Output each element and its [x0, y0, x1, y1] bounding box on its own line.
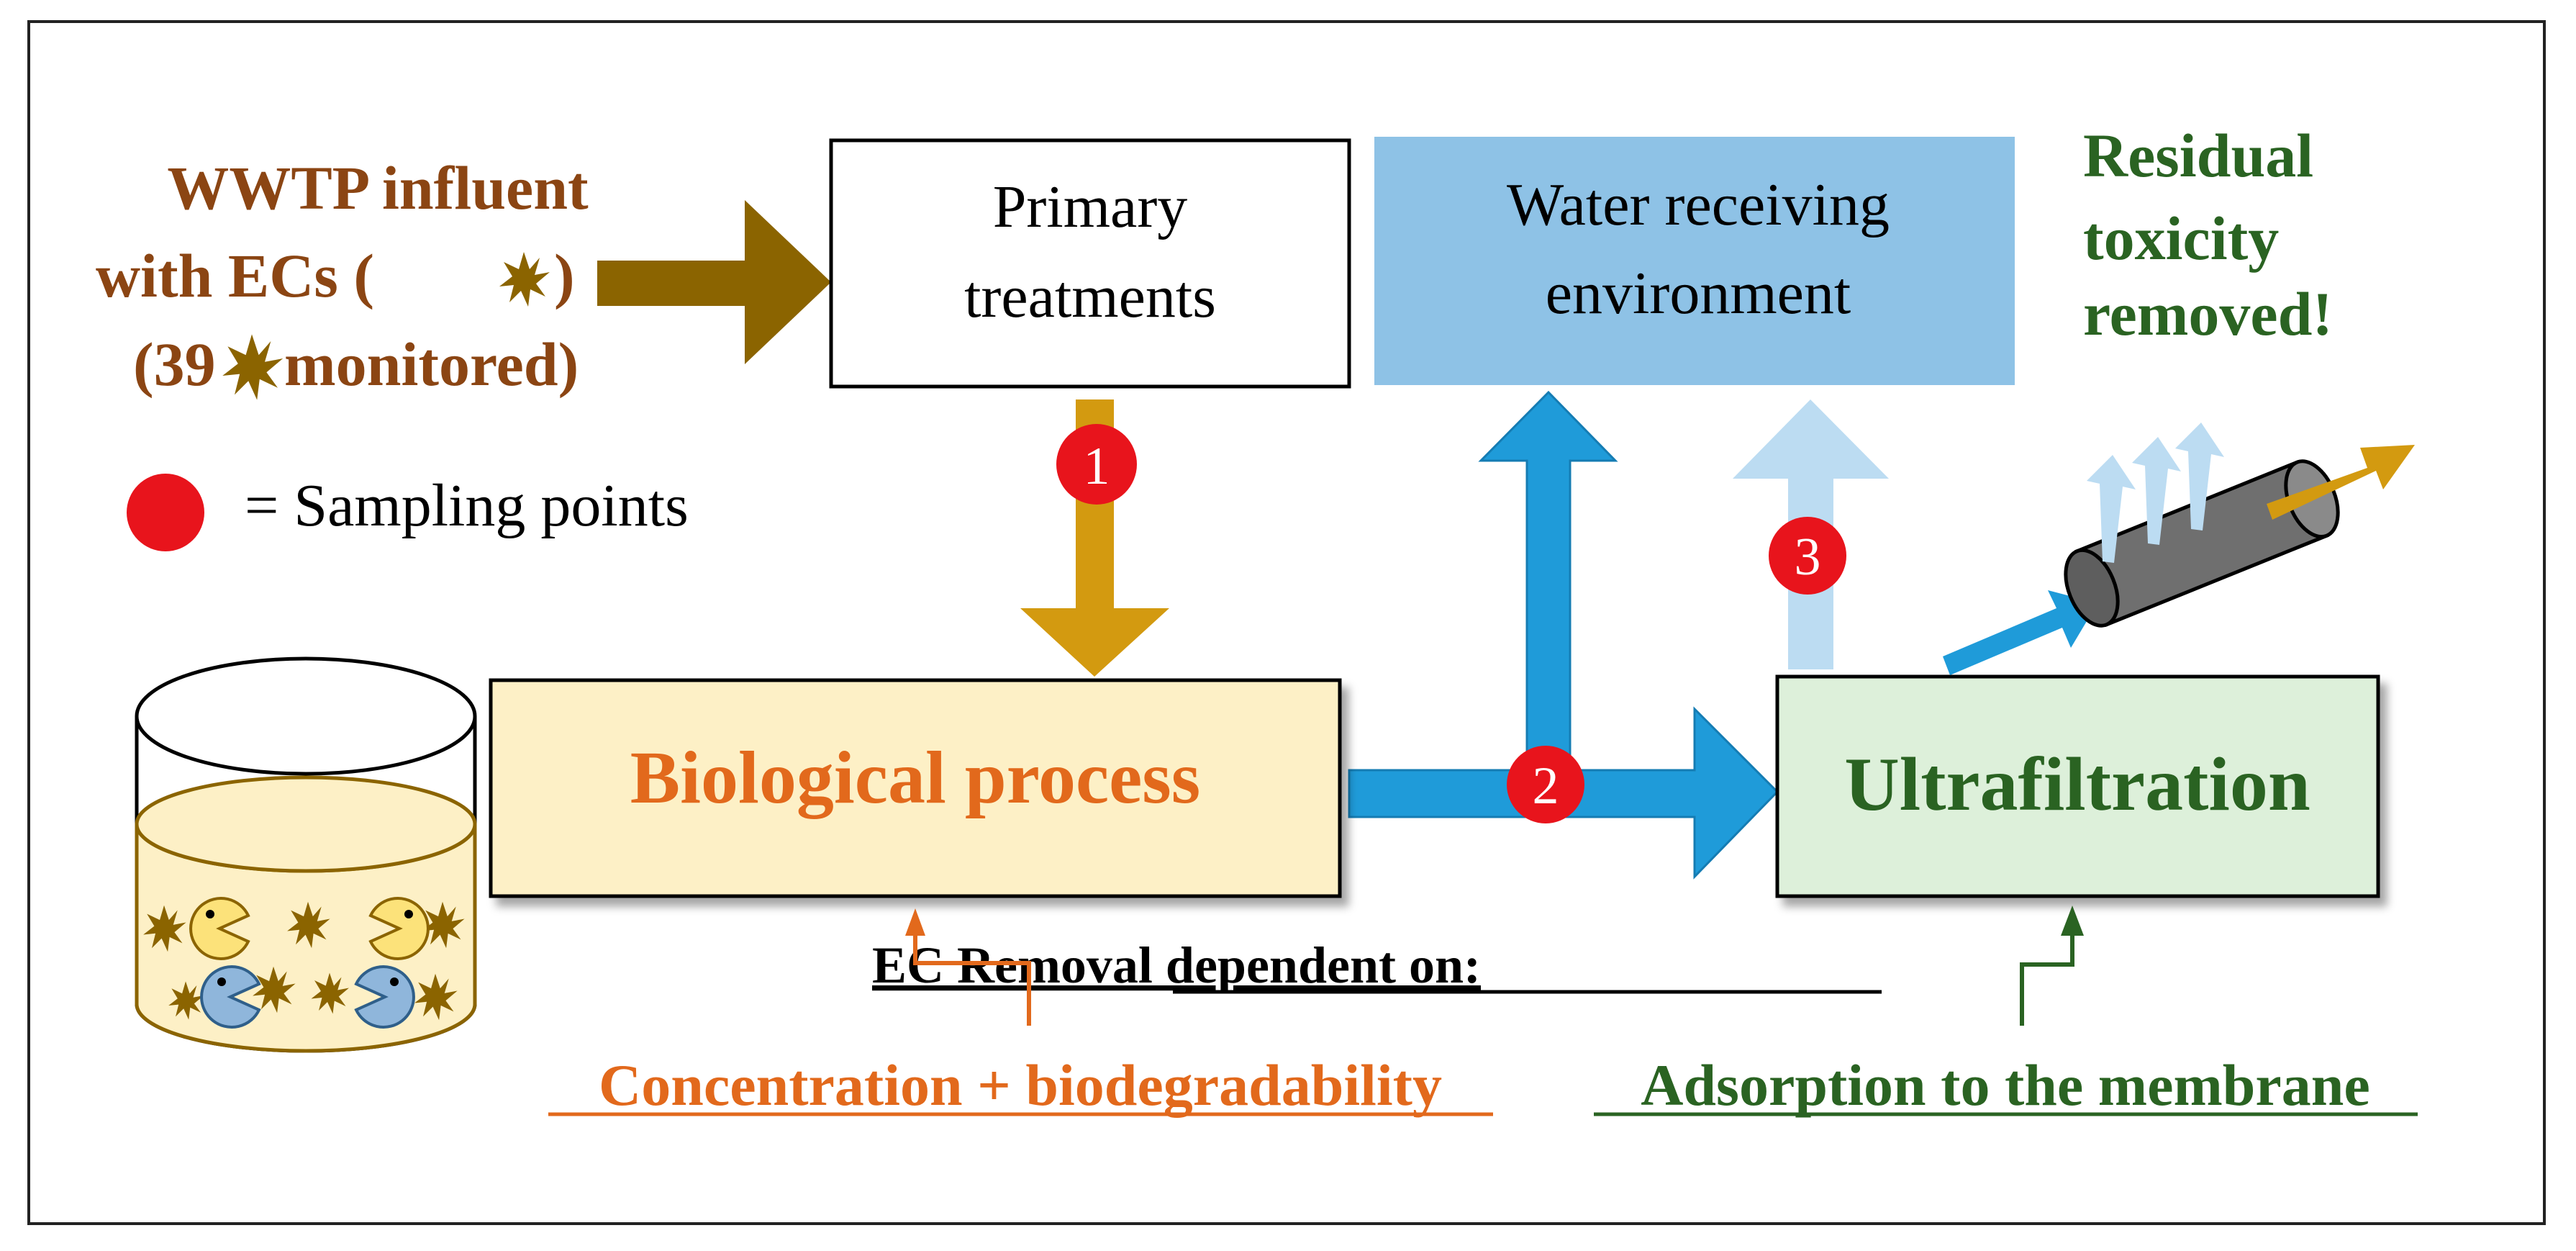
influent-line3-rest: monitored): [284, 330, 579, 399]
primary-line2: treatments: [964, 263, 1216, 330]
influent-arrow: [597, 200, 831, 364]
sampling-point-3: 3: [1769, 517, 1846, 595]
residual-line1: Residual: [2083, 121, 2313, 190]
residual-line2: toxicity: [2083, 204, 2279, 273]
membrane-module-icon: [1943, 423, 2415, 675]
influent-line3: (39: [133, 330, 216, 399]
water-receiving-box: [1374, 137, 2015, 385]
water-line2: environment: [1546, 260, 1851, 327]
influent-line1: WWTP influent: [167, 153, 589, 222]
influent-line2: with ECs (: [96, 241, 374, 310]
biological-process-label: Biological process: [630, 736, 1201, 819]
uf-factor-connector-head: [2061, 905, 2084, 936]
primary-line1: Primary: [993, 173, 1188, 240]
sampling-point-1: 1: [1056, 424, 1137, 505]
bio-factor-connector-head: [905, 908, 925, 936]
bio-factor-label: Concentration + biodegradability: [599, 1052, 1442, 1118]
water-line1: Water receiving: [1507, 171, 1890, 238]
bioreactor-beaker-icon: [135, 656, 477, 1053]
influent-line2-close: ): [554, 241, 575, 310]
influent-label: WWTP influent with ECs ( ) (39 monitored…: [96, 153, 589, 400]
sampling-point-1-label: 1: [1084, 437, 1110, 496]
red-dot-icon: [127, 474, 204, 551]
sampling-point-2-label: 2: [1533, 757, 1559, 816]
uf-factor-connector: [2020, 929, 2074, 1026]
residual-line3: removed!: [2083, 279, 2333, 348]
sampling-point-2: 2: [1507, 746, 1584, 823]
uf-factor-label: Adsorption to the membrane: [1641, 1052, 2370, 1118]
primary-treatments-box: [829, 138, 1351, 389]
ultrafiltration-box: [1775, 674, 2380, 898]
ultrafiltration-label: Ultrafiltration: [1844, 742, 2310, 826]
primary-to-bio-arrow: [1020, 399, 1169, 677]
bio-to-water-arrow: [1478, 390, 1618, 793]
sampling-points-label: = Sampling points: [245, 472, 689, 539]
bio-factor-connector: [913, 929, 1031, 1026]
sampling-point-3-label: 3: [1795, 528, 1821, 587]
biological-process-box: [489, 678, 1342, 898]
